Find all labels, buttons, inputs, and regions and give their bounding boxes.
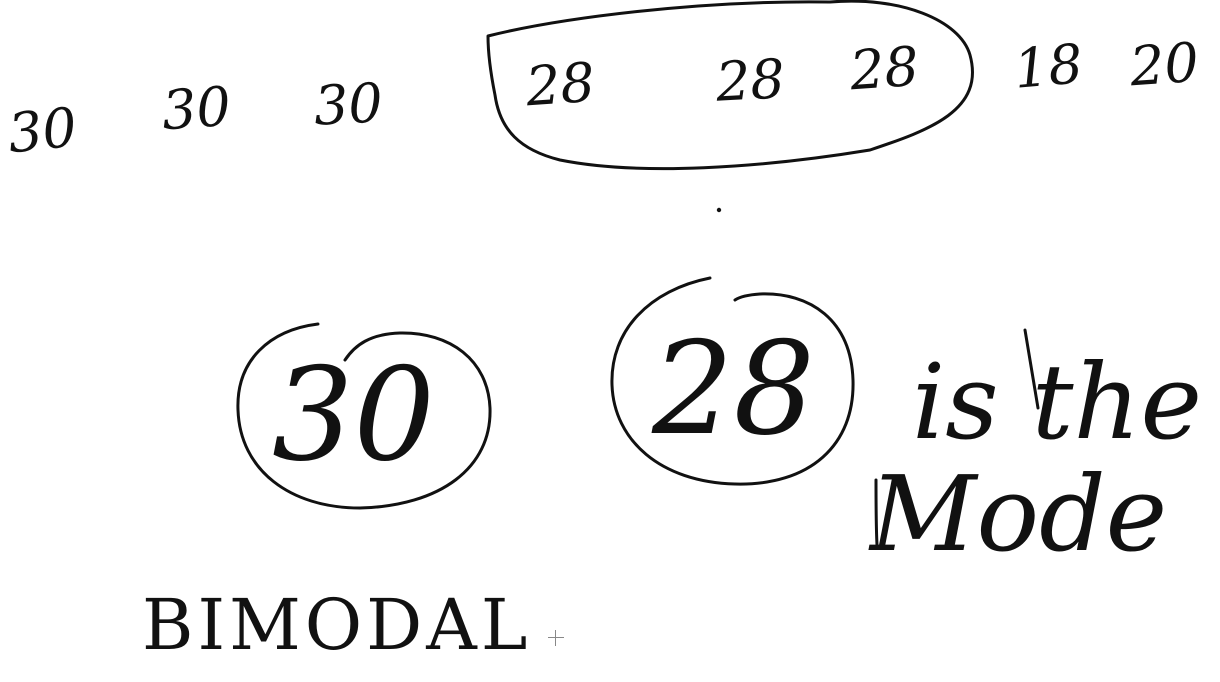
letter-stroke-the <box>1023 328 1040 410</box>
circled-mode-value: 30 <box>272 341 435 490</box>
circle-around-30 <box>236 322 492 510</box>
sequence-value: 30 <box>312 71 385 138</box>
bimodal-label: BIMODAL <box>142 584 532 666</box>
sequence-value: 30 <box>4 95 80 166</box>
loop-around-28s <box>486 0 974 171</box>
sequence-value: 30 <box>159 74 233 143</box>
sequence-value: 28 <box>523 50 597 119</box>
crosshair-cursor-icon <box>548 630 564 646</box>
sequence-value: 28 <box>847 34 921 103</box>
caption-line: is the <box>912 341 1203 463</box>
sequence-value: 20 <box>1127 30 1201 99</box>
circled-mode-value: 28 <box>652 315 815 464</box>
sequence-value: 28 <box>714 47 787 114</box>
circle-around-28 <box>610 276 855 486</box>
sequence-value: 18 <box>1011 32 1086 101</box>
ink-dot <box>716 207 722 213</box>
caption-line: Mode <box>870 453 1168 575</box>
letter-stroke-mode <box>874 478 879 547</box>
